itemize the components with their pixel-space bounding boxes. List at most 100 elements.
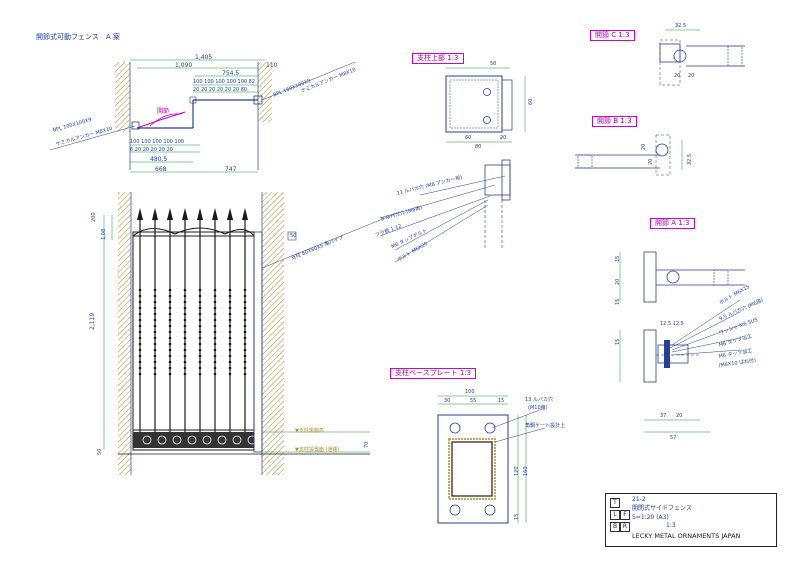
bar-twist [198,354,202,358]
bar-twist [243,354,247,358]
gate-ring [247,435,257,445]
bar-twist [213,318,217,322]
ja-d7: 57 [670,435,677,441]
bar-twist [153,360,157,364]
bar-twist [213,330,217,334]
bar-twist [198,372,202,376]
gate-ring [232,435,242,445]
joint-a-title: 開節 A 1:3 [650,218,695,229]
bar-twist [198,342,202,346]
bar-twist [228,366,232,370]
jc-d1: 32.5 [675,23,687,29]
bar-twist [183,372,187,376]
gate-ring [202,435,212,445]
dim-d1: 1,090 [175,62,193,69]
tb-letter-r: R [620,522,630,532]
bp-w: 100 [465,389,475,395]
bar-twist [183,300,187,304]
bar-twist [183,294,187,298]
bar-twist [243,312,247,316]
bar-twist [183,288,187,292]
bar-twist [153,342,157,346]
ja-d2: 20 [615,278,621,285]
bar-twist [183,312,187,316]
gl2-label: ▼支柱設置面 (通路) [295,447,340,453]
bar-twist [183,354,187,358]
bp-d1: 30 [444,398,451,404]
joint-a-detail [619,251,745,433]
dim-right-v: 70 [364,441,370,448]
bar-twist [153,306,157,310]
bar-twist [153,372,157,376]
bar-twist [213,294,217,298]
ja-d5: 37 [660,413,667,419]
ja-d3: 15 [615,298,621,305]
bar-twist [198,312,202,316]
bar-twist [168,294,172,298]
bar-twist [168,372,172,376]
bar-twist [228,342,232,346]
top-post-detail [379,67,526,263]
bar-twist [183,336,187,340]
joint-b-title: 開節 B 1:3 [592,116,637,127]
tb-scale: 1:3 [666,522,676,529]
dim-total: 1,405 [195,54,213,61]
bar-twist [153,288,157,292]
gate-spike [212,208,218,220]
gate-ring [187,435,197,445]
tb-letter-t: T [610,498,620,508]
bar-twist [198,288,202,292]
bar-twist [213,300,217,304]
bar-twist [228,312,232,316]
bp-h1: 120 [514,466,520,476]
bar-twist [168,330,172,334]
bp-d3: 15 [498,398,505,404]
gate-spike [227,208,233,220]
dim-seg-top: 100 100 100 100 100 82 [193,79,256,85]
bar-twist [243,336,247,340]
bar-twist [168,312,172,316]
bar-twist [153,354,157,358]
bar-twist [228,372,232,376]
gate-spike [167,208,173,220]
bar-twist [168,336,172,340]
tp-w: 50 [490,61,497,67]
jb-d1: 20 [641,143,647,150]
bar-twist [183,360,187,364]
dim-seg-top2: 20 20 20 20 20 20 80 [193,87,248,93]
bar-twist [228,354,232,358]
gate-ring [172,435,182,445]
bar-twist [243,288,247,292]
bar-twist [153,330,157,334]
bar-twist [243,342,247,346]
base-plate-title: 支柱ベースプレート 1:3 [390,368,477,379]
bp-h2: 160 [523,466,529,476]
bar-twist [243,294,247,298]
bar-twist [228,348,232,352]
bar-twist [213,288,217,292]
gate-spike [182,208,188,220]
bp-n2: (M10用) [528,405,548,411]
bar-twist [138,300,142,304]
bar-twist [168,354,172,358]
bar-twist [183,324,187,328]
jc-d3: 20 [688,73,695,79]
bar-twist [243,348,247,352]
bar-twist [198,330,202,334]
bar-twist [183,306,187,310]
bar-twist [213,306,217,310]
bar-twist [183,330,187,334]
bar-twist [138,288,142,292]
bar-twist [168,288,172,292]
dim-d2: 754.5 [222,70,240,77]
bar-twist [228,294,232,298]
bar-twist [213,312,217,316]
gate-spike [137,208,143,220]
bar-twist [213,366,217,370]
ja-d6: 20 [676,413,683,419]
base-plate-detail [437,395,546,524]
jc-d2: 20 [674,73,681,79]
bar-twist [183,366,187,370]
dim-d6: 747 [225,166,237,173]
